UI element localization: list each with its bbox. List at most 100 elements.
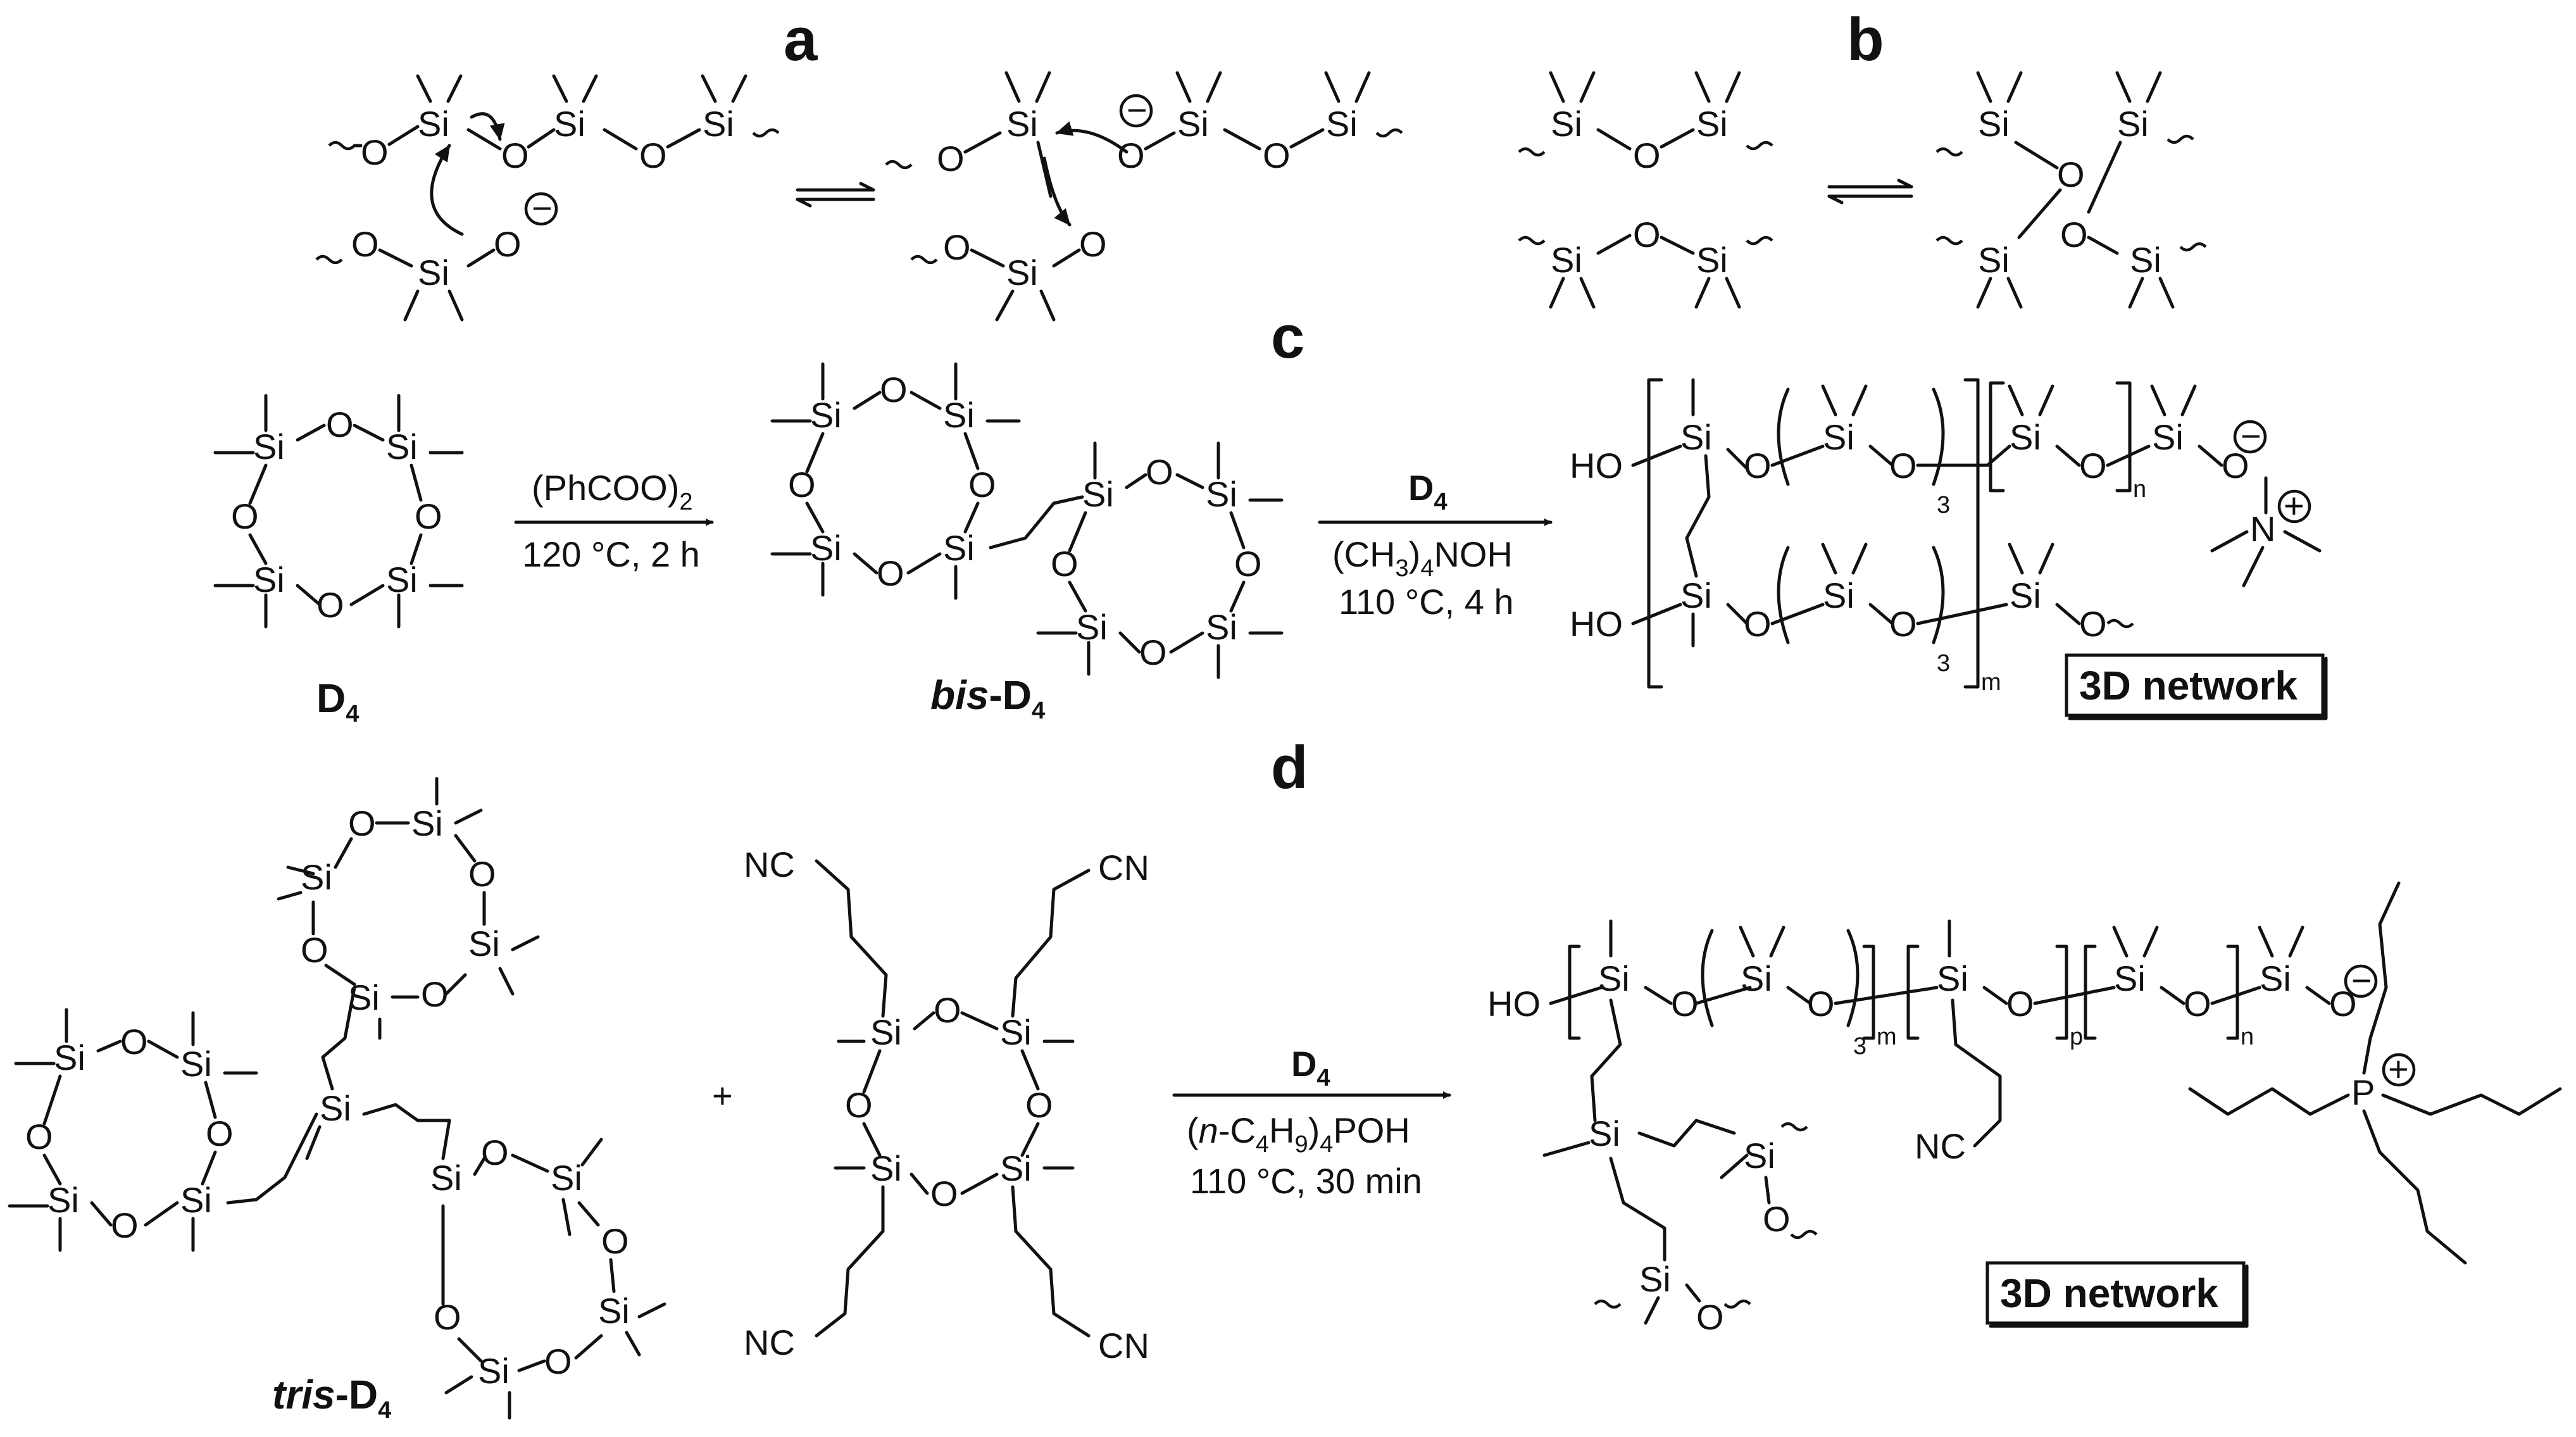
atom-si: Si — [1598, 958, 1630, 998]
atom-o: O — [206, 1114, 234, 1153]
atom-o: O — [120, 1022, 148, 1062]
atom-o: O — [788, 465, 816, 505]
atom-o: O — [1633, 215, 1661, 254]
atom-si: Si — [1006, 104, 1038, 144]
atom-o: O — [1139, 632, 1167, 672]
atom-o: O — [845, 1085, 873, 1125]
atom-o: O — [1807, 984, 1835, 1024]
product-box-d — [1985, 1261, 2246, 1325]
atom-si: Si — [1076, 607, 1108, 647]
atom-si: Si — [1696, 240, 1728, 280]
panel-a-intermediate: O Si O − Si O Si O Si O — [885, 71, 1403, 322]
product-label-d: 3D network — [2000, 1271, 2218, 1316]
atom-si: Si — [810, 395, 842, 435]
atom-o: O — [2079, 446, 2107, 486]
atom-si: Si — [1551, 104, 1582, 144]
atom-si: Si — [2117, 104, 2149, 144]
atom-o: O — [1744, 446, 1772, 486]
atom-si: Si — [598, 1291, 630, 1331]
atom-o: O — [1671, 984, 1699, 1024]
atom-si: Si — [386, 560, 418, 599]
atom-si: Si — [1639, 1259, 1671, 1299]
catalyst-c-step2: (CH3)4NOH — [1332, 534, 1513, 582]
atom-o: O — [421, 974, 449, 1014]
atom-si: Si — [1006, 253, 1038, 292]
product-d-network: HO Si O Si O 3 m Si O p NC Si O — [1487, 881, 2562, 1337]
atom-o: O — [351, 224, 379, 264]
atom-si: Si — [2130, 240, 2161, 280]
panel-label-a: a — [784, 6, 818, 73]
atom-ho: HO — [1570, 604, 1623, 644]
reagent-c-step1: (PhCOO)2 — [532, 468, 693, 515]
repeat-3: 3 — [1853, 1033, 1866, 1060]
atom-o: O — [1079, 224, 1107, 264]
reagent-d: D4 — [1291, 1044, 1330, 1091]
product-box-c — [2065, 653, 2325, 717]
atom-o: O — [937, 139, 965, 179]
atom-si: Si — [418, 104, 449, 144]
atom-si: Si — [1744, 1136, 1775, 1176]
atom-si: Si — [1000, 1012, 1032, 1052]
atom-o: O — [968, 465, 996, 505]
repeat-m: m — [1981, 669, 2001, 696]
atom-si: Si — [2260, 958, 2291, 998]
charge-minus: − — [1127, 90, 1147, 130]
atom-o: O — [2060, 215, 2088, 254]
atom-si: Si — [54, 1038, 85, 1077]
atom-si: Si — [870, 1012, 902, 1052]
atom-si: Si — [478, 1351, 510, 1391]
atom-si: Si — [2010, 417, 2041, 457]
atom-o: O — [601, 1221, 629, 1261]
atom-o: O — [231, 496, 259, 536]
charge-minus: − — [532, 188, 553, 228]
atom-si: Si — [418, 253, 449, 292]
atom-si: Si — [2114, 958, 2146, 998]
conditions-d: 110 °C, 30 min — [1190, 1161, 1422, 1201]
d4-cn-molecule: Si O Si O Si O Si O NC CN NC CN — [744, 844, 1149, 1365]
atom-o: O — [1263, 135, 1291, 175]
atom-cn: CN — [1098, 848, 1149, 888]
atom-si: Si — [468, 924, 500, 963]
product-label-c: 3D network — [2079, 663, 2298, 708]
atom-o: O — [639, 135, 667, 175]
atom-o: O — [434, 1297, 461, 1337]
d4-molecule: Si O Si O Si O Si O D4 — [213, 394, 464, 727]
atom-nc: NC — [744, 1322, 795, 1362]
atom-si: Si — [2152, 417, 2184, 457]
atom-si: Si — [1589, 1114, 1620, 1153]
atom-si: Si — [253, 560, 285, 599]
atom-o: O — [934, 990, 961, 1030]
atom-si: Si — [1823, 417, 1854, 457]
atom-si: Si — [411, 803, 443, 843]
compound-label-bis-d4: bis-D4 — [930, 672, 1045, 724]
atom-o: O — [1889, 604, 1917, 644]
atom-o: O — [2184, 984, 2211, 1024]
atom-o: O — [1633, 135, 1661, 175]
atom-si: Si — [253, 427, 285, 467]
atom-nc: NC — [1915, 1126, 1966, 1166]
atom-si: Si — [1206, 607, 1237, 647]
equilibrium-arrow-b — [1827, 179, 1913, 204]
atom-si: Si — [180, 1044, 212, 1084]
atom-p: P — [2351, 1072, 2375, 1112]
charge-plus: + — [2388, 1049, 2409, 1089]
atom-si: Si — [1978, 240, 2010, 280]
atom-si: Si — [1937, 958, 1968, 998]
atom-si: Si — [870, 1148, 902, 1188]
atom-o: O — [930, 1174, 958, 1214]
atom-o: O — [2006, 984, 2034, 1024]
charge-minus: − — [2351, 960, 2372, 1000]
atom-o: O — [501, 135, 529, 175]
atom-si: Si — [551, 1158, 582, 1198]
atom-si: Si — [1696, 104, 1728, 144]
arrow-c-step1: (PhCOO)2 120 °C, 2 h — [514, 468, 714, 574]
tris-d4-molecule: O Si O Si O Si O Si Si O Si O Si O Si O … — [8, 777, 666, 1424]
atom-si: Si — [1823, 575, 1854, 615]
atom-cn: CN — [1098, 1326, 1149, 1365]
conditions-c-step2: 110 °C, 4 h — [1339, 582, 1514, 622]
catalyst-d: (n-C4H9)4POH — [1187, 1110, 1410, 1158]
atom-si: Si — [386, 427, 418, 467]
atom-o: O — [326, 405, 354, 444]
product-c-network: HO HO m Si O Si O 3 Si O Si O — [1570, 378, 2328, 720]
